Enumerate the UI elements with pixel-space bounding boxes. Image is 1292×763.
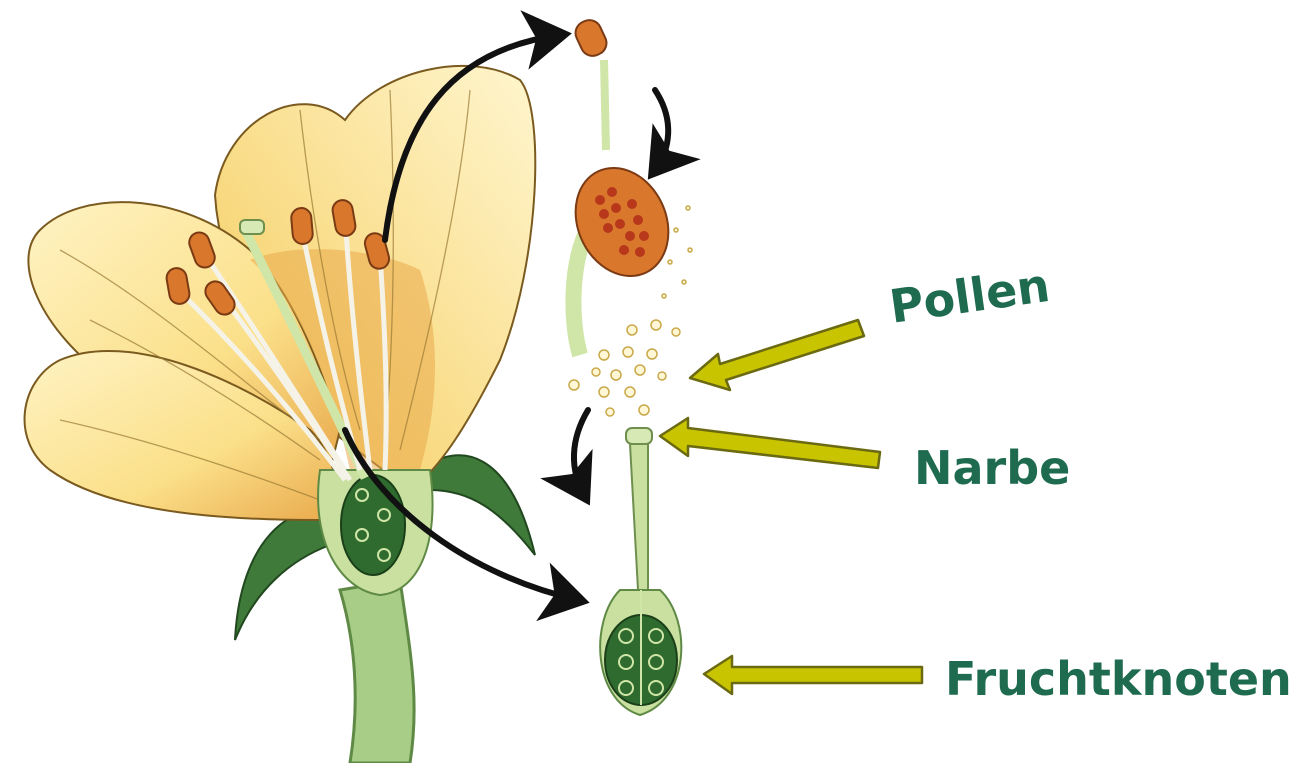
detail-anther-small xyxy=(572,16,611,60)
label-fruchtknoten: Fruchtknoten xyxy=(945,656,1292,702)
detail-stigma xyxy=(626,428,652,444)
black-curved-arrow-icon xyxy=(655,90,668,170)
label-narbe: Narbe xyxy=(914,445,1070,491)
flower-illustration xyxy=(25,66,536,763)
yellow-arrow-left-icon xyxy=(690,320,864,390)
flower-ovary xyxy=(341,475,405,575)
detail-filament-small xyxy=(604,60,606,150)
stem xyxy=(340,580,414,763)
yellow-arrow-left-icon xyxy=(660,418,880,468)
label-pointers xyxy=(660,320,922,694)
flower-stigma xyxy=(240,220,264,234)
stamen-detail xyxy=(558,16,692,715)
yellow-arrow-left-icon xyxy=(704,656,922,694)
black-curved-arrow-icon xyxy=(574,410,588,495)
detail-style xyxy=(630,444,648,590)
